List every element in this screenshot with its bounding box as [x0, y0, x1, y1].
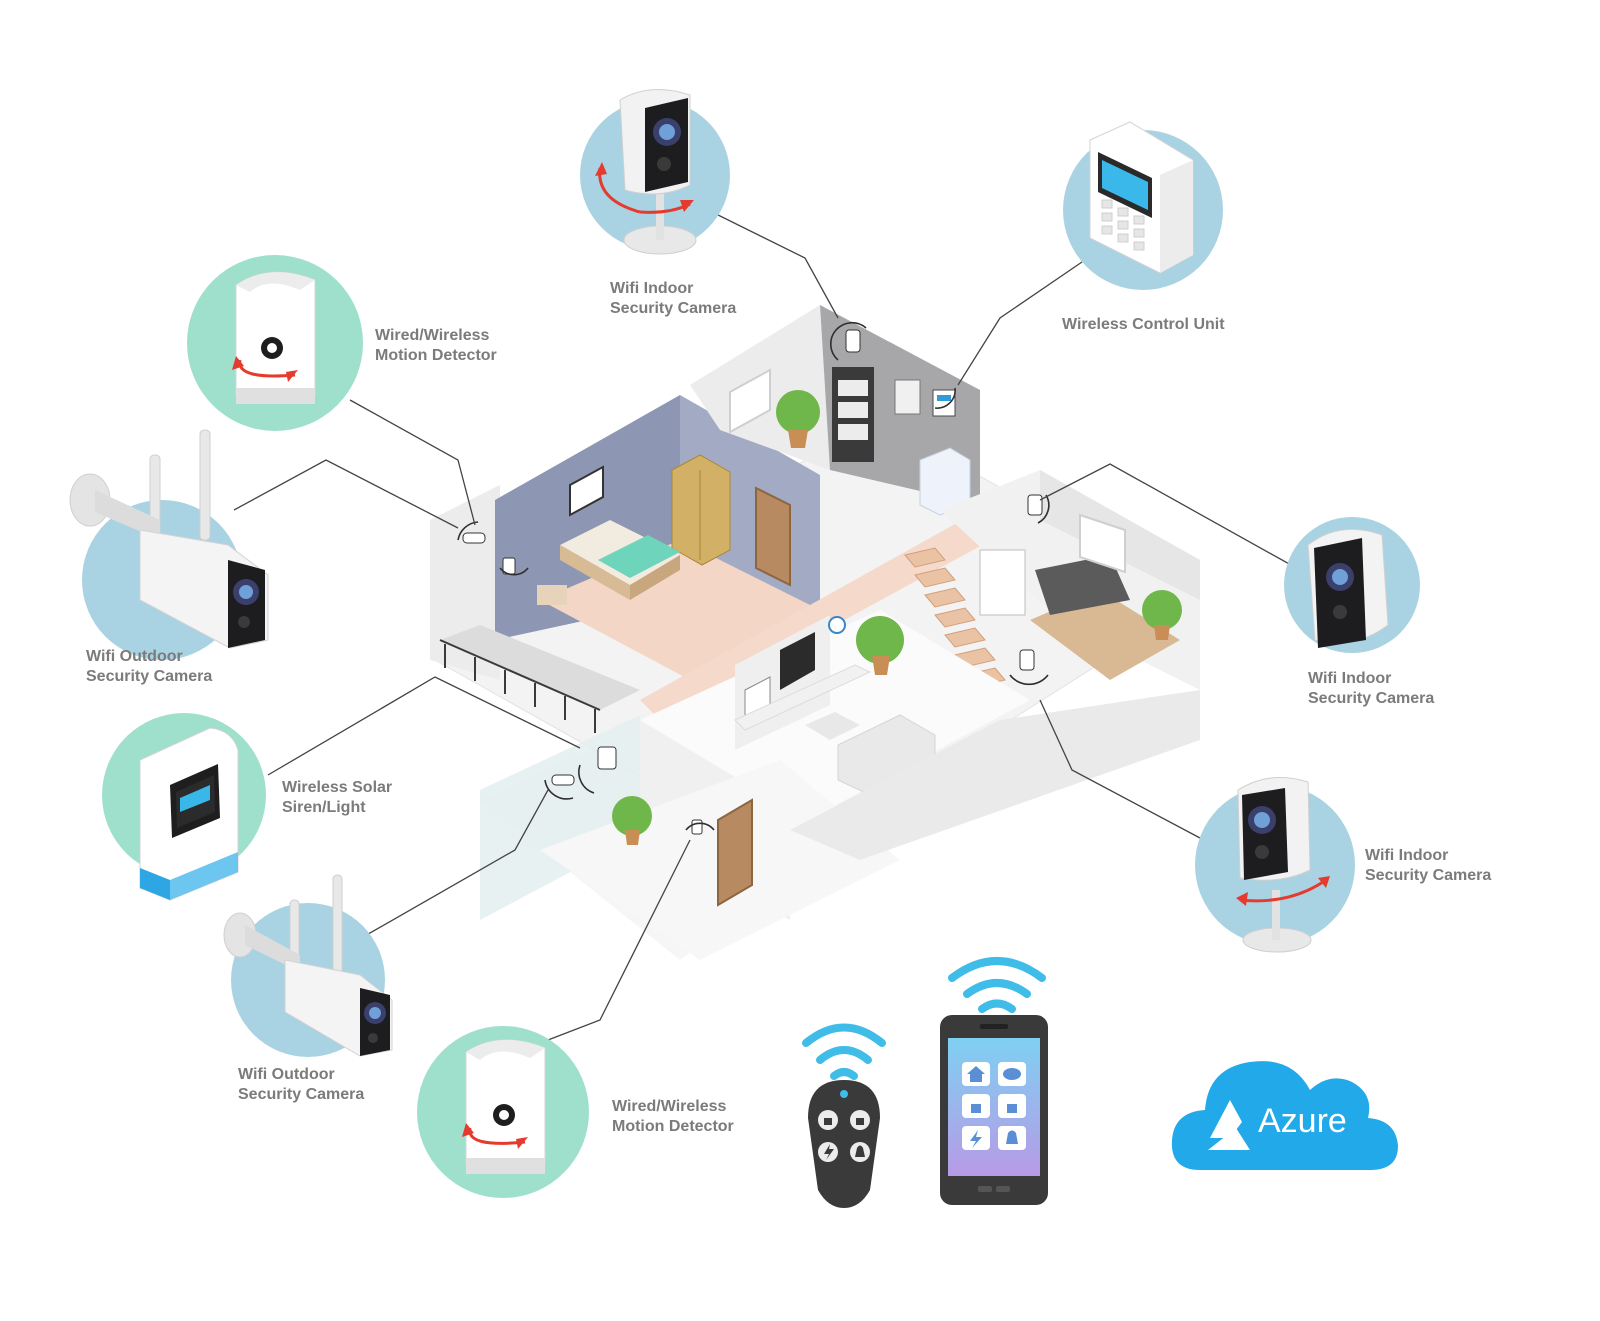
remote-wifi-icon: [802, 1023, 886, 1080]
unlock-icon: [856, 1118, 864, 1125]
siren-icon: [139, 727, 239, 901]
device-siren: [102, 713, 266, 901]
phone-wifi-icon: [948, 957, 1046, 1013]
label-outdoor-cam-bottom: Wifi Outdoor Security Camera: [238, 1066, 365, 1103]
azure-cloud: Azure: [1171, 1061, 1398, 1170]
key-fob-remote-icon: [808, 1080, 880, 1208]
label-control-unit: Wireless Control Unit: [1062, 316, 1225, 333]
outdoor-camera-icon: [69, 429, 269, 649]
label-indoor-cam-right: Wifi Indoor Security Camera: [1308, 670, 1435, 707]
label-motion-top: Wired/Wireless Motion Detector: [375, 327, 497, 364]
device-motion-bottom: [417, 1026, 589, 1198]
azure-logo-icon: [1208, 1100, 1250, 1150]
device-indoor-cam-right-bottom: [1195, 777, 1355, 953]
front-door: [717, 798, 753, 907]
control-panel-icon: [1089, 121, 1194, 274]
device-outdoor-cam-left: [69, 429, 269, 660]
device-outdoor-cam-bottom: [223, 874, 393, 1057]
label-motion-bottom: Wired/Wireless Motion Detector: [612, 1098, 734, 1135]
label-indoor-cam-right-bottom: Wifi Indoor Security Camera: [1365, 847, 1492, 884]
label-siren: Wireless Solar Siren/Light: [282, 779, 393, 816]
label-indoor-cam-top: Wifi Indoor Security Camera: [610, 280, 737, 317]
motion-detector-icon: [232, 271, 316, 404]
lightning-icon: [824, 1144, 834, 1160]
device-indoor-cam-top: [580, 89, 730, 255]
smartphone-icon: [940, 1015, 1048, 1205]
device-indoor-cam-right: [1284, 517, 1420, 653]
device-motion-top: [187, 255, 363, 431]
outdoor-camera-icon: [223, 874, 393, 1057]
label-outdoor-cam-left: Wifi Outdoor Security Camera: [86, 648, 213, 685]
isometric-house: [430, 305, 1201, 960]
connector-lines: [233, 211, 1301, 1041]
indoor-camera-icon: [1236, 777, 1330, 953]
indoor-camera-icon: [595, 89, 697, 255]
bell-icon: [855, 1145, 865, 1157]
device-control-unit: [1063, 121, 1223, 290]
azure-label: Azure: [1258, 1102, 1347, 1140]
indoor-camera-icon: [1307, 528, 1389, 648]
tv: [780, 632, 815, 690]
motion-detector-icon: [462, 1039, 546, 1174]
lock-icon: [824, 1118, 832, 1125]
